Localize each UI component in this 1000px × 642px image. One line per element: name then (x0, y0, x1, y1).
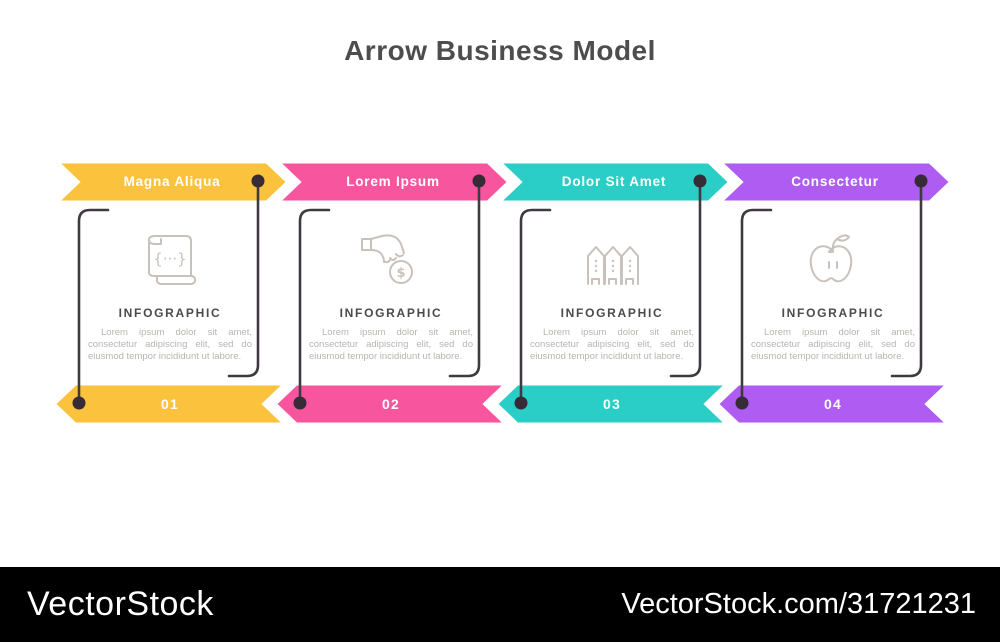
connector-left-3 (519, 208, 552, 405)
card-heading: INFOGRAPHIC (339, 306, 443, 320)
top-dot-2 (472, 174, 486, 188)
connector-lines (77, 179, 923, 405)
bottom-dot-2 (293, 396, 307, 410)
step-number-3: 03 (603, 396, 621, 412)
step-number-2: 02 (382, 396, 400, 412)
top-arrow-2 (269, 158, 514, 206)
step-card-1: {···} INFOGRAPHIC Lorem ipsum dolor sit … (85, 224, 255, 363)
card-body: Lorem ipsum dolor sit amet, consectetur … (309, 327, 473, 363)
step-label-4: Consectetur (791, 174, 879, 189)
connector-right-1 (227, 179, 260, 378)
step-card-2: $ INFOGRAPHIC Lorem ipsum dolor sit amet… (306, 224, 476, 363)
step-label-3: Dolor Sit Amet (561, 174, 667, 189)
step-card-3: INFOGRAPHIC Lorem ipsum dolor sit amet, … (527, 224, 697, 363)
connector-right-4 (890, 179, 923, 378)
step-label-1: Magna Aliqua (123, 174, 221, 189)
bottom-dot-1 (72, 396, 86, 410)
watermark-bar: VectorStock VectorStock.com/31721231 (0, 567, 1000, 642)
top-dot-1 (251, 174, 265, 188)
bottom-arrow-3 (491, 380, 736, 428)
top-dot-3 (693, 174, 707, 188)
card-heading: INFOGRAPHIC (781, 306, 885, 320)
page-title: Arrow Business Model (344, 34, 656, 66)
bottom-arrow-1 (49, 380, 294, 428)
connector-left-4 (740, 208, 773, 405)
step-number-1: 01 (161, 396, 179, 412)
vectorstock-logo: VectorStock (27, 585, 214, 623)
step-number-4: 04 (824, 396, 842, 412)
card-body: Lorem ipsum dolor sit amet, consectetur … (88, 327, 252, 363)
connector-right-3 (669, 179, 702, 378)
watermark-credit: VectorStock.com/31721231 (621, 588, 976, 620)
bottom-arrow-2 (270, 380, 515, 428)
top-dot-4 (914, 174, 928, 188)
arrow-diagram (48, 158, 957, 428)
scroll-code-icon: {···} (85, 224, 255, 294)
connector-left-1 (77, 208, 110, 405)
step-card-4: INFOGRAPHIC Lorem ipsum dolor sit amet, … (748, 224, 918, 363)
top-arrow-1 (48, 158, 293, 206)
step-label-2: Lorem Ipsum (346, 174, 440, 189)
apple-icon (748, 224, 918, 294)
card-heading: INFOGRAPHIC (118, 306, 222, 320)
houses-icon (527, 224, 697, 294)
card-body: Lorem ipsum dolor sit amet, consectetur … (530, 327, 694, 363)
card-body: Lorem ipsum dolor sit amet, consectetur … (751, 327, 915, 363)
svg-text:{···}: {···} (153, 250, 186, 268)
card-heading: INFOGRAPHIC (560, 306, 664, 320)
top-arrow-3 (490, 158, 735, 206)
bottom-arrow-4 (712, 380, 957, 428)
top-arrow-4 (711, 158, 956, 206)
connector-left-2 (298, 208, 331, 405)
bottom-dot-3 (514, 396, 528, 410)
bottom-dot-4 (735, 396, 749, 410)
connector-dots (72, 174, 928, 410)
connector-right-2 (448, 179, 481, 378)
hand-coin-icon: $ (306, 224, 476, 294)
svg-text:$: $ (396, 266, 405, 281)
